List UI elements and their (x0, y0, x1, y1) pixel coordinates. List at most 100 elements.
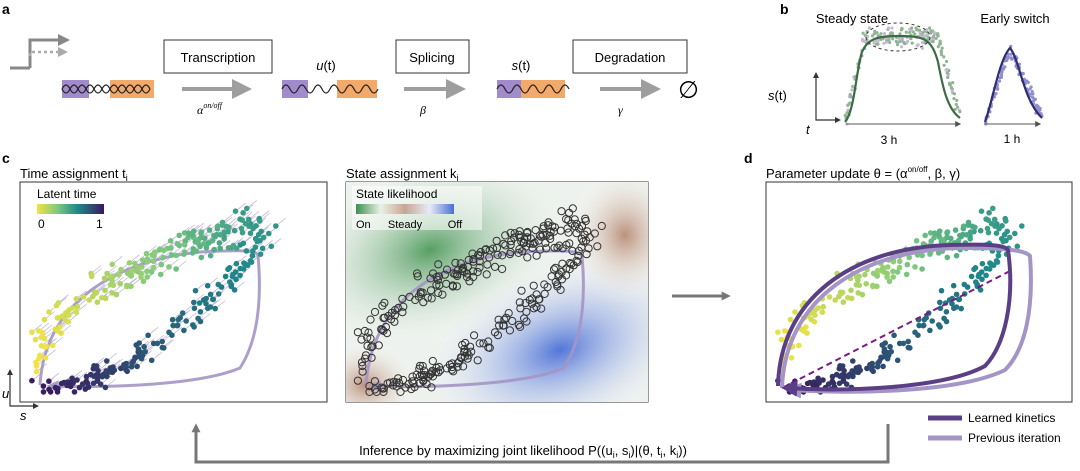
time-point (867, 26, 872, 30)
cell-dot (448, 362, 457, 372)
colorbar-title: Latent time (37, 187, 97, 201)
cell-dot (943, 309, 950, 315)
cell-dot (139, 257, 146, 263)
state-likelihood-field (346, 182, 648, 402)
cell-dot (370, 307, 380, 317)
time-point (1035, 103, 1039, 107)
cell-dot (216, 240, 223, 246)
cell-dot (219, 219, 226, 226)
cell-dot (413, 272, 422, 281)
cell-dot (863, 281, 869, 287)
cell-dot (490, 328, 500, 337)
cell-dot (173, 252, 179, 259)
time-point (999, 73, 1004, 77)
cell-dot (368, 342, 377, 351)
legend-previous-label: Previous iteration (968, 431, 1061, 445)
steady-state-scatter (843, 26, 962, 126)
cell-dot (832, 297, 838, 303)
cell-dot (192, 287, 199, 294)
axis-s-label: s (20, 408, 27, 423)
cell-dot (420, 366, 429, 375)
colorbar-max-label: 1 (96, 217, 103, 231)
time-point (940, 46, 944, 50)
cell-dot (542, 244, 551, 253)
cell-dot (141, 343, 147, 350)
cell-dot (244, 262, 251, 269)
cell-dot (968, 273, 975, 280)
cell-dot (83, 373, 90, 380)
cell-dot (501, 241, 510, 250)
time-point (950, 89, 954, 93)
cell-dot (110, 364, 116, 370)
cell-dot (157, 271, 164, 278)
steady-state-dashed-line (781, 269, 1013, 389)
cell-dot (499, 321, 508, 330)
cell-dot (150, 264, 157, 271)
cell-dot (967, 229, 974, 235)
cell-dot (875, 360, 881, 367)
cell-dot (233, 260, 240, 267)
cell-dot (881, 269, 888, 275)
transcription-label: Transcription (181, 50, 256, 65)
panel-letter-a: a (2, 1, 10, 17)
time-point (945, 71, 950, 75)
cell-dot (69, 375, 75, 382)
cell-dot (415, 361, 425, 370)
cell-dot (563, 224, 572, 233)
cell-dot (29, 377, 35, 384)
cell-dot (134, 363, 140, 370)
cell-dot (515, 227, 524, 236)
time-point (909, 37, 913, 41)
cell-dot (401, 383, 410, 392)
cell-dot (71, 389, 78, 395)
cell-dot (840, 377, 847, 383)
cell-dot (916, 322, 922, 329)
cell-dot (536, 245, 545, 254)
cell-dot (878, 355, 884, 361)
cell-dot (507, 237, 516, 246)
time-point (931, 34, 936, 39)
degradation-rate: γ (618, 103, 623, 117)
cell-dot (434, 288, 443, 297)
cell-dot (240, 210, 246, 216)
cell-dot (398, 308, 407, 317)
cell-dot (433, 276, 442, 285)
time-point (906, 39, 910, 44)
cell-dot (885, 264, 891, 270)
cell-dot (906, 254, 912, 261)
time-point (1031, 92, 1035, 96)
cell-dot (40, 389, 47, 395)
cell-dot (41, 335, 48, 342)
cell-dot (223, 223, 230, 230)
cell-dot (887, 343, 893, 350)
cell-dot (129, 360, 135, 367)
cell-dot (778, 336, 785, 343)
cell-dot (528, 243, 537, 252)
cell-dot (812, 312, 818, 319)
cell-dot (896, 264, 903, 271)
time-point (883, 31, 887, 36)
cell-dot (215, 281, 222, 288)
cell-dot (558, 259, 567, 268)
cell-dot (244, 205, 250, 212)
time-point (994, 92, 998, 96)
cell-dot (453, 266, 462, 275)
time-point (900, 45, 904, 49)
cell-dot (32, 336, 39, 343)
time-point (939, 49, 943, 53)
cell-dot (1003, 218, 1009, 224)
cell-dot (181, 242, 188, 248)
cell-dot (493, 250, 502, 259)
null-set-icon: ∅ (678, 77, 699, 104)
cell-dot (481, 245, 490, 254)
cell-dot (459, 362, 468, 371)
cell-dot (961, 281, 968, 288)
cell-dot (467, 347, 476, 356)
cell-dot (50, 342, 56, 349)
time-point (939, 53, 944, 57)
cell-dot (73, 309, 80, 316)
cell-dot (363, 341, 372, 350)
cell-dot (551, 263, 560, 272)
cell-dot (247, 230, 254, 236)
cell-dot (541, 238, 550, 247)
